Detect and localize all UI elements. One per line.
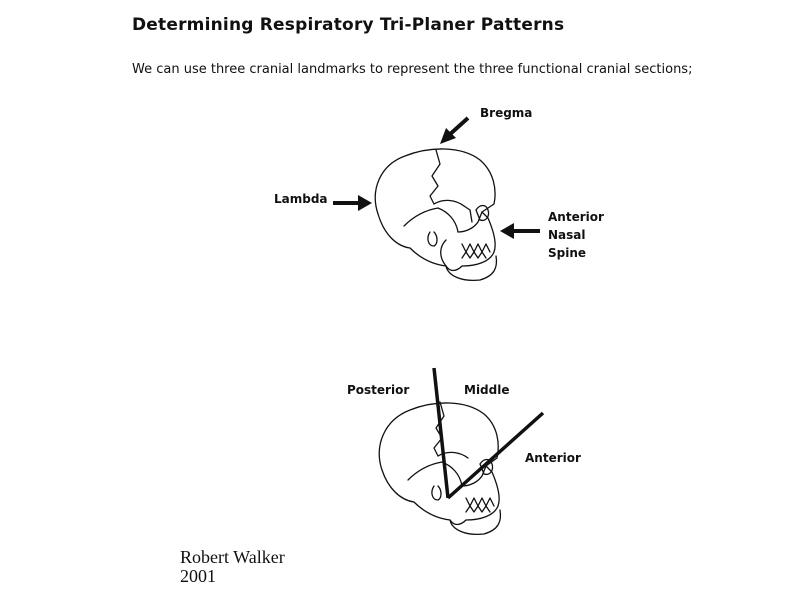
anterior-label: Anterior <box>525 451 581 465</box>
anterior-nasal-spine-label-line1: Anterior <box>548 210 604 224</box>
plane-lines <box>432 367 545 500</box>
bottom-skull-illustration <box>378 401 502 536</box>
anterior-nasal-spine-label-line3: Spine <box>548 246 587 260</box>
author-year: 2001 <box>180 566 216 586</box>
top-skull-illustration <box>374 148 498 282</box>
page-subtitle: We can use three cranial landmarks to re… <box>132 62 693 77</box>
arrows-top <box>333 116 540 239</box>
middle-anterior-plane-line <box>446 411 545 500</box>
author-block: Robert Walker 2001 <box>180 548 285 586</box>
author-name: Robert Walker <box>180 547 285 567</box>
lambda-label: Lambda <box>274 192 328 206</box>
posterior-label: Posterior <box>347 383 410 397</box>
anterior-nasal-spine-label-line2: Nasal <box>548 228 586 242</box>
posterior-middle-plane-line <box>432 367 450 499</box>
page-title: Determining Respiratory Tri-Planer Patte… <box>132 15 565 35</box>
bregma-label: Bregma <box>480 106 533 120</box>
middle-label: Middle <box>464 383 510 397</box>
